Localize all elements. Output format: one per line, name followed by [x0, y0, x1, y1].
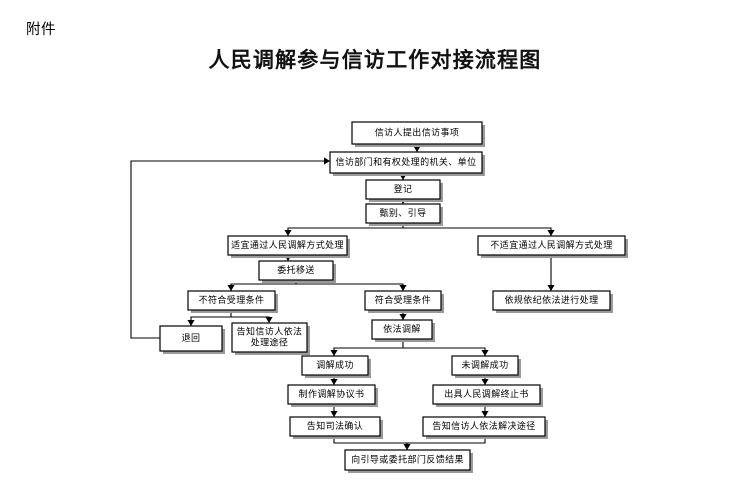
flow-node-n18[interactable]: 告知司法确认 [289, 416, 383, 439]
node-box[interactable] [422, 416, 546, 437]
flow-node-n1[interactable]: 信访人提出信访事项 [351, 121, 485, 147]
node-label: 不符合受理条件 [199, 294, 265, 306]
flow-node-n20[interactable]: 向引导或委托部门反馈结果 [344, 449, 473, 473]
edge-arrowhead [403, 444, 411, 450]
flow-node-n13[interactable]: 依法调解 [371, 319, 435, 342]
edge-line [296, 283, 404, 291]
node-box[interactable] [451, 355, 519, 376]
node-box[interactable] [329, 151, 483, 174]
flow-edge [231, 316, 273, 323]
node-box[interactable] [432, 384, 541, 405]
edge-line [231, 316, 270, 323]
node-box[interactable] [371, 319, 433, 340]
edge-arrowhead [547, 230, 555, 236]
node-label: 适宜通过人民调解方式处理 [231, 239, 344, 251]
flow-node-n11[interactable]: 退回 [159, 325, 225, 354]
node-box[interactable] [364, 290, 442, 311]
node-box[interactable] [344, 449, 471, 471]
node-label: 出具人民调解终止书 [444, 388, 529, 400]
node-box[interactable] [231, 322, 308, 353]
flow-node-n3[interactable]: 登记 [365, 179, 443, 202]
edge-arrowhead [324, 157, 330, 165]
node-label: 告知信访人依法解决途径 [432, 420, 535, 432]
edge-line [403, 347, 486, 356]
flow-node-n2[interactable]: 信访部门和有权处理的机关、单位 [329, 151, 485, 176]
node-label: 告知司法确认 [307, 420, 363, 432]
node-box[interactable] [187, 290, 276, 311]
node-label: 依法调解 [383, 323, 421, 335]
edge-arrowhead [330, 379, 338, 385]
edge-line [130, 160, 330, 339]
flowchart-nodes: 信访人提出信访事项信访部门和有权处理的机关、单位登记甄别、引导适宜通过人民调解方… [159, 121, 628, 473]
flow-edge [330, 339, 404, 356]
flow-edge [403, 227, 555, 236]
edge-arrowhead [330, 350, 338, 356]
node-box[interactable] [287, 384, 376, 405]
node-label: 委托移送 [277, 264, 315, 276]
flow-edge [333, 436, 411, 450]
node-box[interactable] [365, 203, 441, 224]
flow-node-n6[interactable]: 不适宜通过人民调解方式处理 [477, 235, 628, 258]
flow-node-n8[interactable]: 不符合受理条件 [187, 290, 278, 313]
node-label: 告知信访人依法 [237, 326, 303, 338]
flow-edge [296, 283, 407, 291]
edge-arrowhead [413, 146, 421, 152]
edge-arrowhead [481, 379, 489, 385]
flow-node-n5[interactable]: 适宜通过人民调解方式处理 [227, 235, 350, 258]
node-box[interactable] [159, 325, 223, 352]
node-box[interactable] [227, 235, 348, 256]
flow-edge [130, 157, 330, 339]
flow-node-n9[interactable]: 符合受理条件 [364, 290, 444, 313]
node-label: 调解成功 [316, 359, 354, 371]
edge-arrowhead [227, 285, 235, 291]
edge-arrowhead [481, 350, 489, 356]
node-label: 向引导或委托部门反馈结果 [351, 454, 464, 466]
page-title: 人民调解参与信访工作对接流程图 [208, 47, 542, 72]
node-label: 依规依纪依法进行处理 [504, 294, 598, 306]
edge-arrowhead [330, 411, 338, 417]
node-label: 不适宜通过人民调解方式处理 [490, 239, 612, 251]
attachment-label: 附件 [26, 22, 56, 38]
node-label: 信访部门和有权处理的机关、单位 [335, 156, 476, 168]
node-box[interactable] [477, 235, 626, 256]
node-box[interactable] [289, 416, 381, 437]
node-label: 登记 [394, 184, 413, 195]
node-label: 符合受理条件 [375, 294, 431, 306]
flow-node-n7[interactable]: 委托移送 [258, 260, 336, 283]
flow-edge [403, 347, 489, 356]
edge-arrowhead [399, 314, 407, 320]
node-label: 处理途径 [251, 337, 289, 349]
edge-arrowhead [265, 317, 273, 323]
node-label: 退回 [182, 333, 201, 344]
flow-node-n4[interactable]: 甄别、引导 [365, 203, 443, 226]
flow-node-n15[interactable]: 未调解成功 [451, 355, 521, 378]
edge-arrowhead [481, 411, 489, 417]
flow-node-n19[interactable]: 告知信访人依法解决途径 [422, 416, 548, 439]
flow-node-n17[interactable]: 出具人民调解终止书 [432, 384, 543, 407]
node-box[interactable] [301, 355, 369, 376]
edge-arrowhead [399, 285, 407, 291]
node-box[interactable] [365, 179, 441, 200]
node-box[interactable] [351, 121, 483, 145]
node-box[interactable] [492, 290, 611, 311]
node-box[interactable] [258, 260, 334, 281]
flow-edge [187, 310, 232, 326]
edge-line [403, 227, 552, 236]
node-label: 制作调解协议书 [299, 388, 365, 400]
flow-node-n14[interactable]: 调解成功 [301, 355, 371, 378]
node-label: 信访人提出信访事项 [375, 127, 460, 139]
edge-arrowhead [187, 320, 195, 326]
node-label: 未调解成功 [461, 359, 508, 371]
node-label: 甄别、引导 [379, 208, 426, 219]
edge-arrowhead [284, 230, 292, 236]
edge-arrowhead [547, 285, 555, 291]
flow-node-n10[interactable]: 依规依纪依法进行处理 [492, 290, 613, 313]
flow-node-n16[interactable]: 制作调解协议书 [287, 384, 378, 407]
flow-edge [547, 255, 555, 291]
